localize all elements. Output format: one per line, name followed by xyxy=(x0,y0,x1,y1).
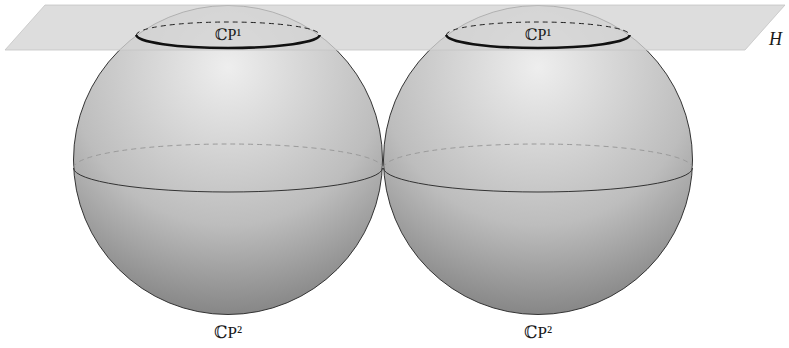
cut-circle-back xyxy=(446,22,629,35)
submanifold-label: ℂP¹ xyxy=(215,26,241,44)
submanifold-label: ℂP¹ xyxy=(525,26,551,44)
sphere-outline xyxy=(73,5,383,315)
equator-front xyxy=(74,168,383,192)
manifold-label: ℂP² xyxy=(214,324,242,343)
cut-circle-front xyxy=(446,35,629,48)
sphere: ℂP¹ℂP² xyxy=(73,5,383,315)
plane-label: H xyxy=(769,30,782,50)
sphere-outline xyxy=(383,5,693,315)
equator-back xyxy=(74,144,383,168)
cut-circle-back xyxy=(136,22,319,35)
equator-front xyxy=(384,168,693,192)
plane-h xyxy=(5,5,785,50)
equator-back xyxy=(384,144,693,168)
manifold-label: ℂP² xyxy=(524,324,552,343)
sphere: ℂP¹ℂP² xyxy=(383,5,693,315)
cut-circle-front xyxy=(136,35,319,48)
